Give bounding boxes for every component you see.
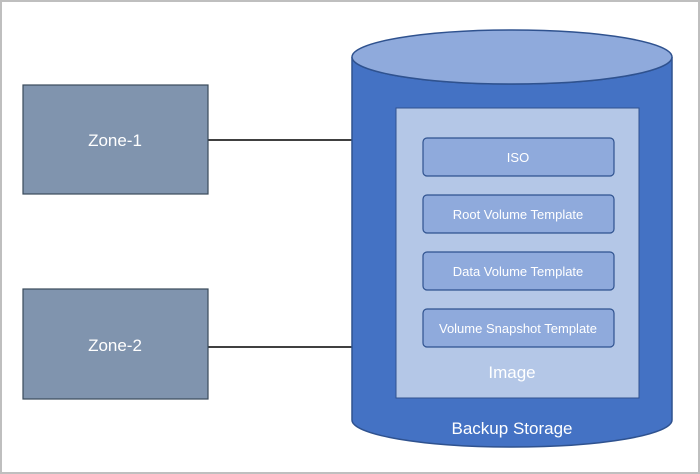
- image-item-label: Root Volume Template: [453, 207, 584, 222]
- zone-2-box: Zone-2: [22, 288, 209, 400]
- zone-1-label: Zone-1: [88, 131, 142, 150]
- cylinder-top: [351, 29, 673, 85]
- backup-storage-label: Backup Storage: [452, 419, 573, 438]
- zone-1-box: Zone-1: [22, 84, 209, 195]
- image-item-label: Data Volume Template: [453, 264, 584, 279]
- image-item-volume-snapshot-template: Volume Snapshot Template: [422, 308, 615, 348]
- zone-2-label: Zone-2: [88, 336, 142, 355]
- image-item-data-volume-template: Data Volume Template: [422, 251, 615, 291]
- image-item-label: Volume Snapshot Template: [439, 321, 597, 336]
- image-item-root-volume-template: Root Volume Template: [422, 194, 615, 234]
- image-item-label: ISO: [507, 150, 529, 165]
- image-label: Image: [488, 363, 535, 382]
- image-item-iso: ISO: [422, 137, 615, 177]
